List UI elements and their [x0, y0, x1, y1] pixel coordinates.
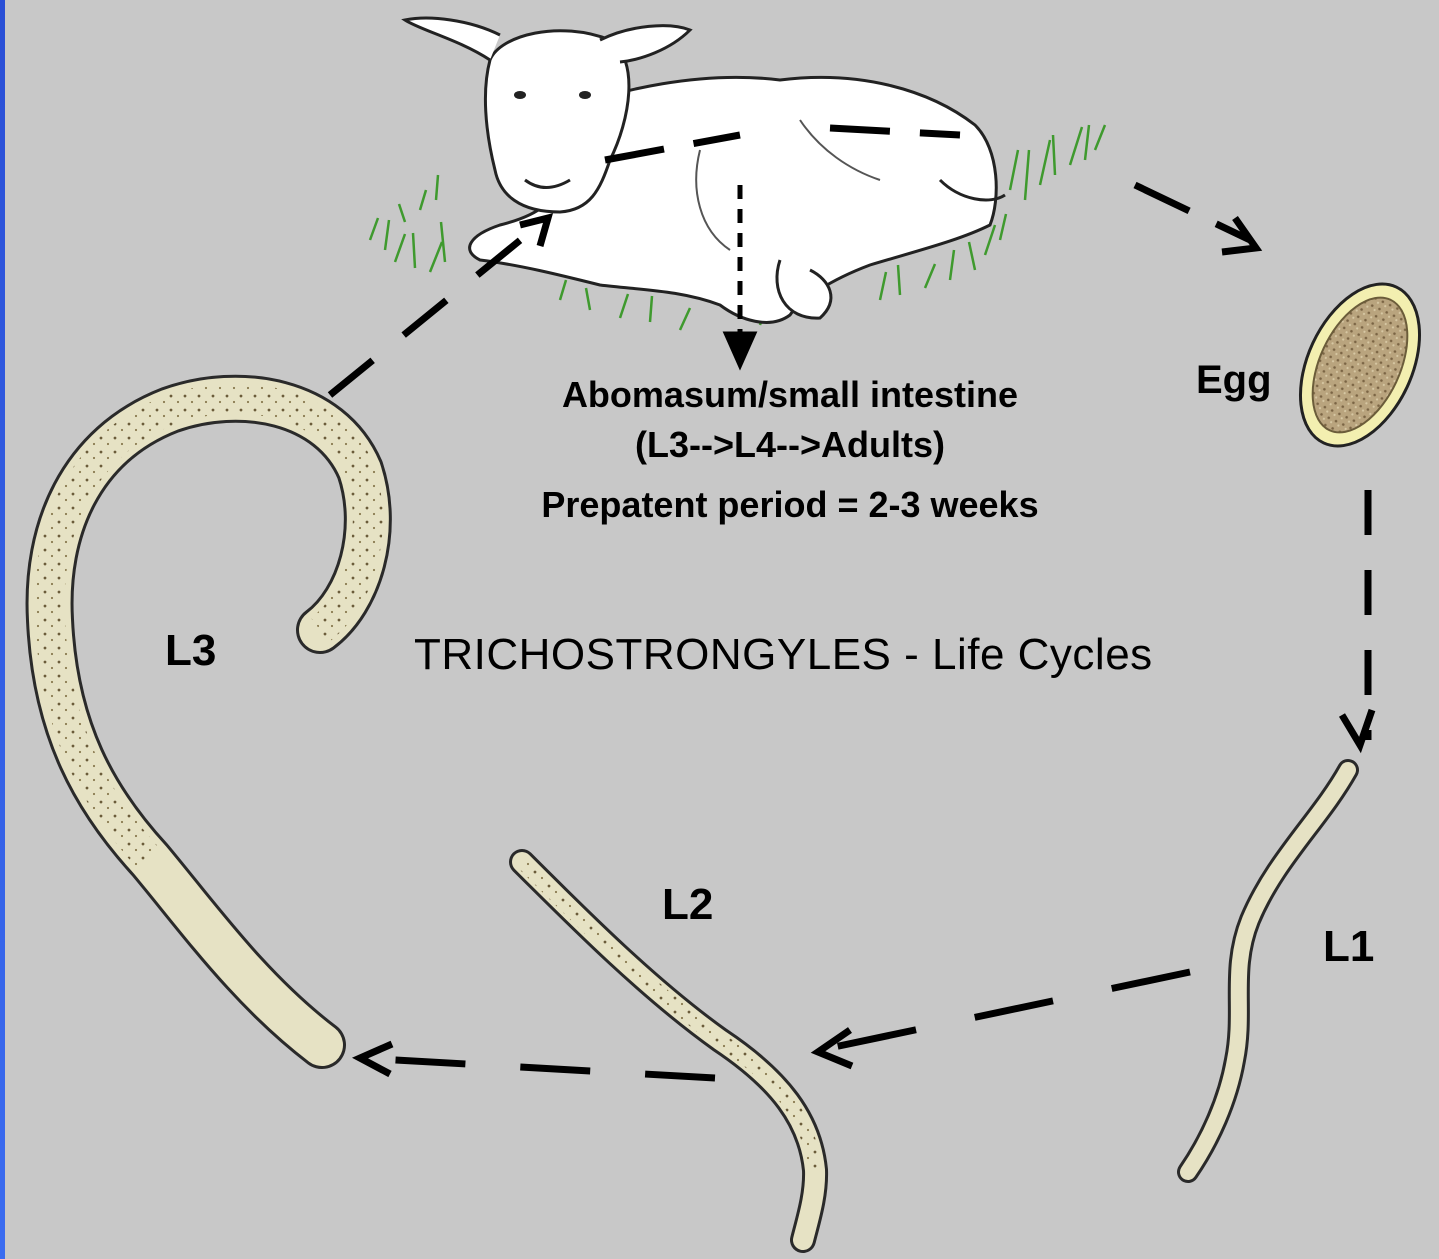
host-location-line1: Abomasum/small intestine — [510, 374, 1070, 416]
l2-label: L2 — [662, 880, 713, 930]
egg-illustration — [1277, 265, 1439, 465]
diagram-title: TRICHOSTRONGYLES - Life Cycles — [414, 630, 1153, 680]
prepatent-period: Prepatent period = 2-3 weeks — [510, 484, 1070, 526]
egg-label: Egg — [1196, 358, 1272, 403]
host-location-line2: (L3-->L4-->Adults) — [510, 424, 1070, 466]
l3-label: L3 — [165, 626, 216, 676]
l3-larva — [50, 399, 368, 1045]
l1-label: L1 — [1323, 922, 1374, 972]
